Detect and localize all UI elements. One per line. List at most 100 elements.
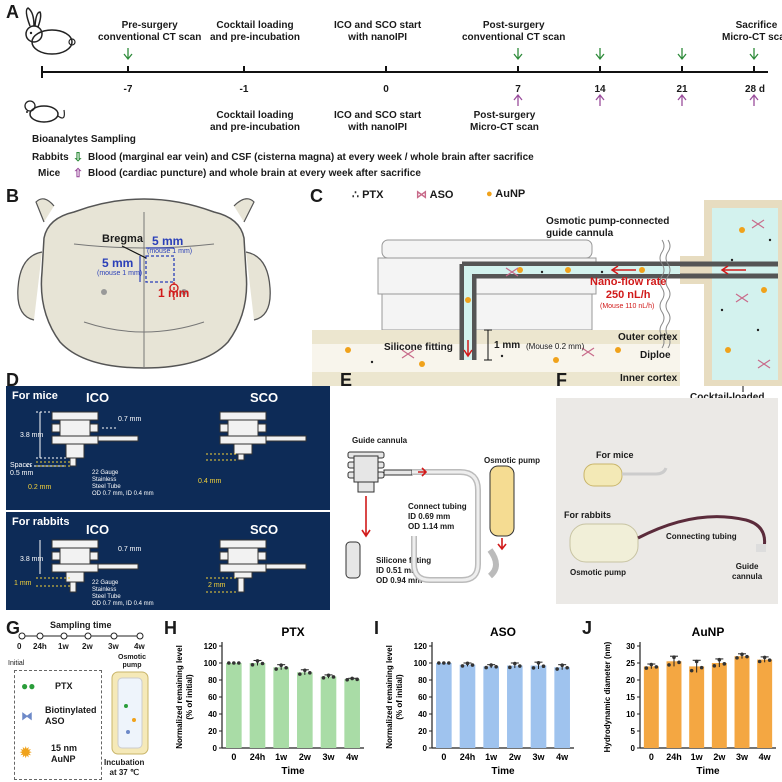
bregma-label: Bregma <box>102 233 143 245</box>
guide-cannula-e: Guide cannula <box>352 436 408 445</box>
dim-07-rabbit: 0.7 mm <box>118 546 142 553</box>
ptx-y-tick-label: 20 <box>208 727 217 736</box>
inner-cortex-label: Inner cortex <box>620 373 678 384</box>
ptx-data-point <box>279 663 283 668</box>
ptx-data-point <box>227 661 231 665</box>
aunp-data-point <box>712 664 717 668</box>
dim-1mm-c: 1 mm <box>494 340 521 351</box>
aso-x-tick-label: 1w <box>485 752 498 762</box>
aunp-bar <box>757 659 773 748</box>
diploe-label: Diploe <box>640 350 671 361</box>
aso-bar <box>554 667 570 748</box>
purple-arrow-icon: ⇧ <box>73 166 84 180</box>
aso-y-tick-label: 100 <box>414 659 428 668</box>
ptx-data-point <box>321 675 326 680</box>
ptx-bar <box>297 672 313 748</box>
aso-bar <box>436 663 452 748</box>
aso-x-tick-label: 2w <box>509 752 522 762</box>
ptx-y-tick-label: 40 <box>208 710 217 719</box>
aso-data-point <box>489 663 493 667</box>
aso-data-point <box>484 665 488 670</box>
aso-data-point <box>555 667 559 671</box>
dim-38-rabbit: 3.8 mm <box>20 556 44 563</box>
dim-1mm: 1 mm <box>158 286 190 300</box>
ptx-data-point <box>255 659 260 663</box>
ptx-bar <box>320 676 337 748</box>
time-24h: 24h <box>33 642 47 651</box>
ptx-x-tick-label: 3w <box>322 752 335 762</box>
osmotic-pump-g: Osmotic pump <box>118 654 147 669</box>
aunp-x-label: Time <box>696 766 720 777</box>
time-1w: 1w <box>58 642 69 651</box>
aso-label-g: Biotinylated ASO <box>45 705 97 726</box>
ico-title-rabbit: ICO <box>86 522 110 537</box>
aunp-data-point <box>694 659 699 664</box>
aunp-bar <box>689 666 705 748</box>
aunp-bar <box>734 656 750 748</box>
ptx-x-tick-label: 4w <box>346 752 359 762</box>
ptx-data-point <box>232 661 236 665</box>
tick-minus-1: -1 <box>239 84 249 95</box>
aunp-data-point <box>757 659 762 664</box>
panel-label-e: E <box>340 370 353 390</box>
tick-0: 0 <box>383 84 389 95</box>
for-rabbits-title: For rabbits <box>12 516 70 528</box>
aso-data-point <box>518 664 522 668</box>
aunp-x-tick-label: 1w <box>691 752 704 762</box>
aunp-data-point <box>722 662 727 666</box>
osmotic-pump-e: Osmotic pump <box>484 456 541 465</box>
rabbits-text: Blood (marginal ear vein) and CSF (ciste… <box>88 152 534 163</box>
ptx-label-g: PTX <box>55 681 73 691</box>
label-post-surgery-microct: Post-surgery Micro-CT scan <box>470 110 539 133</box>
aso-x-tick-label: 24h <box>460 752 476 762</box>
sco-title-rabbit: SCO <box>250 522 279 537</box>
aunp-y-tick-label: 0 <box>631 744 636 753</box>
aunp-data-point <box>735 656 739 660</box>
aso-data-point <box>536 661 541 665</box>
aso-y-tick-label: 60 <box>418 693 427 702</box>
aso-x-tick-label: 3w <box>532 752 545 762</box>
timeline-axis <box>41 48 768 106</box>
panel-label-d: D <box>6 370 19 390</box>
aunp-label-g: 15 nm AuNP <box>51 743 78 764</box>
dim-mouse-horizontal: (mouse 1 mm) <box>147 248 193 255</box>
aunp-y-tick-label: 15 <box>626 693 635 702</box>
panel-label-f: F <box>556 370 567 390</box>
aso-x-tick-label: 0 <box>441 752 446 762</box>
flow-rate-mouse: (Mouse 110 nL/h) <box>600 303 655 310</box>
tick-28d: 28 d <box>744 84 765 95</box>
spacer-label: Spacer 0.5 mm <box>10 462 34 477</box>
sampling-timeline <box>18 632 144 640</box>
ptx-data-point <box>284 665 288 670</box>
aunp-data-point <box>699 665 704 670</box>
aunp-chart-title: AuNP <box>692 625 725 639</box>
green-arrow-icon: ⇩ <box>73 150 84 164</box>
aso-data-point <box>541 664 546 669</box>
aso-y-tick-label: 20 <box>418 727 427 736</box>
cannula-label: Osmotic pump-connected guide cannula <box>546 216 670 239</box>
gauge-label-mice: 22 Gauge Stainless Steel Tube OD 0.7 mm,… <box>92 470 154 497</box>
aso-data-point <box>565 665 569 670</box>
panel-label-j: J <box>582 618 593 638</box>
aunp-y-tick-label: 20 <box>626 676 635 685</box>
panel-label-i: I <box>374 618 380 638</box>
ptx-x-label: Time <box>281 766 305 777</box>
aso-data-point <box>460 664 465 668</box>
label-cocktail-bottom: Cocktail loading and pre-incubation <box>210 110 300 133</box>
panel-label-c: C <box>310 186 323 206</box>
aunp-data-point <box>745 654 749 659</box>
ptx-data-point <box>250 662 255 667</box>
aunp-particle-icon: ✹ <box>19 745 33 762</box>
dim-1mm-mouse-c: (Mouse 0.2 mm) <box>526 342 585 351</box>
aunp-y-tick-label: 25 <box>626 659 635 668</box>
sampling-title: Bioanalytes Sampling <box>32 134 136 145</box>
aso-data-point <box>447 661 451 665</box>
aso-data-point <box>513 661 517 666</box>
dim-2-rabbit: 2 mm <box>208 582 226 589</box>
legend-aunp: ● AuNP <box>486 188 526 200</box>
aunp-x-tick-label: 24h <box>666 752 682 762</box>
ptx-data-point <box>331 675 336 679</box>
aso-bar <box>507 665 523 748</box>
aso-helix-icon: ⧓ <box>21 709 33 723</box>
